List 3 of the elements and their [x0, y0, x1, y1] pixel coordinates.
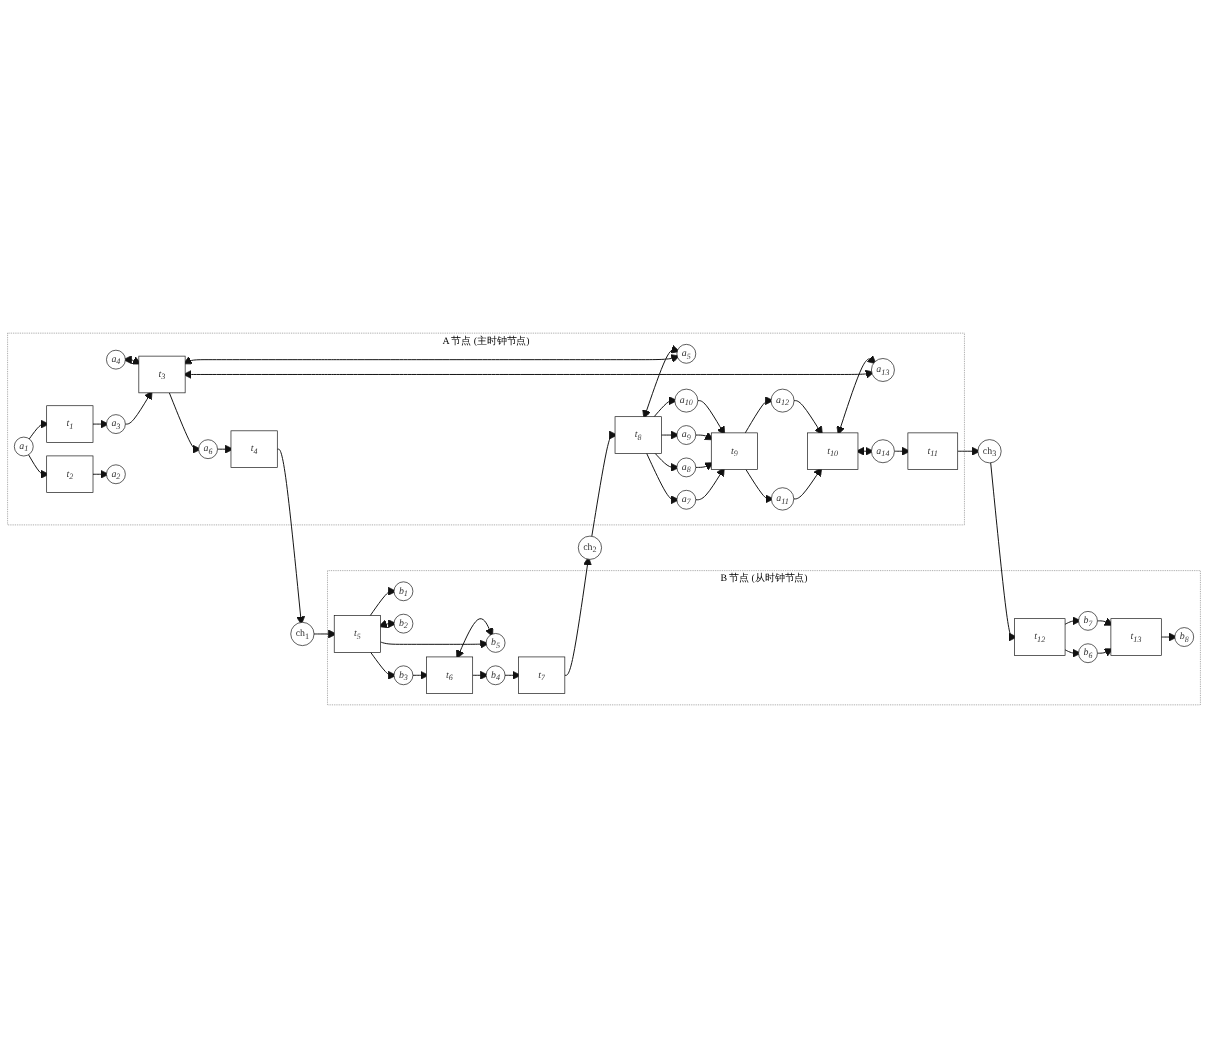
arrow: [123, 355, 142, 365]
arrow: [378, 619, 397, 629]
arrow: [855, 446, 875, 456]
